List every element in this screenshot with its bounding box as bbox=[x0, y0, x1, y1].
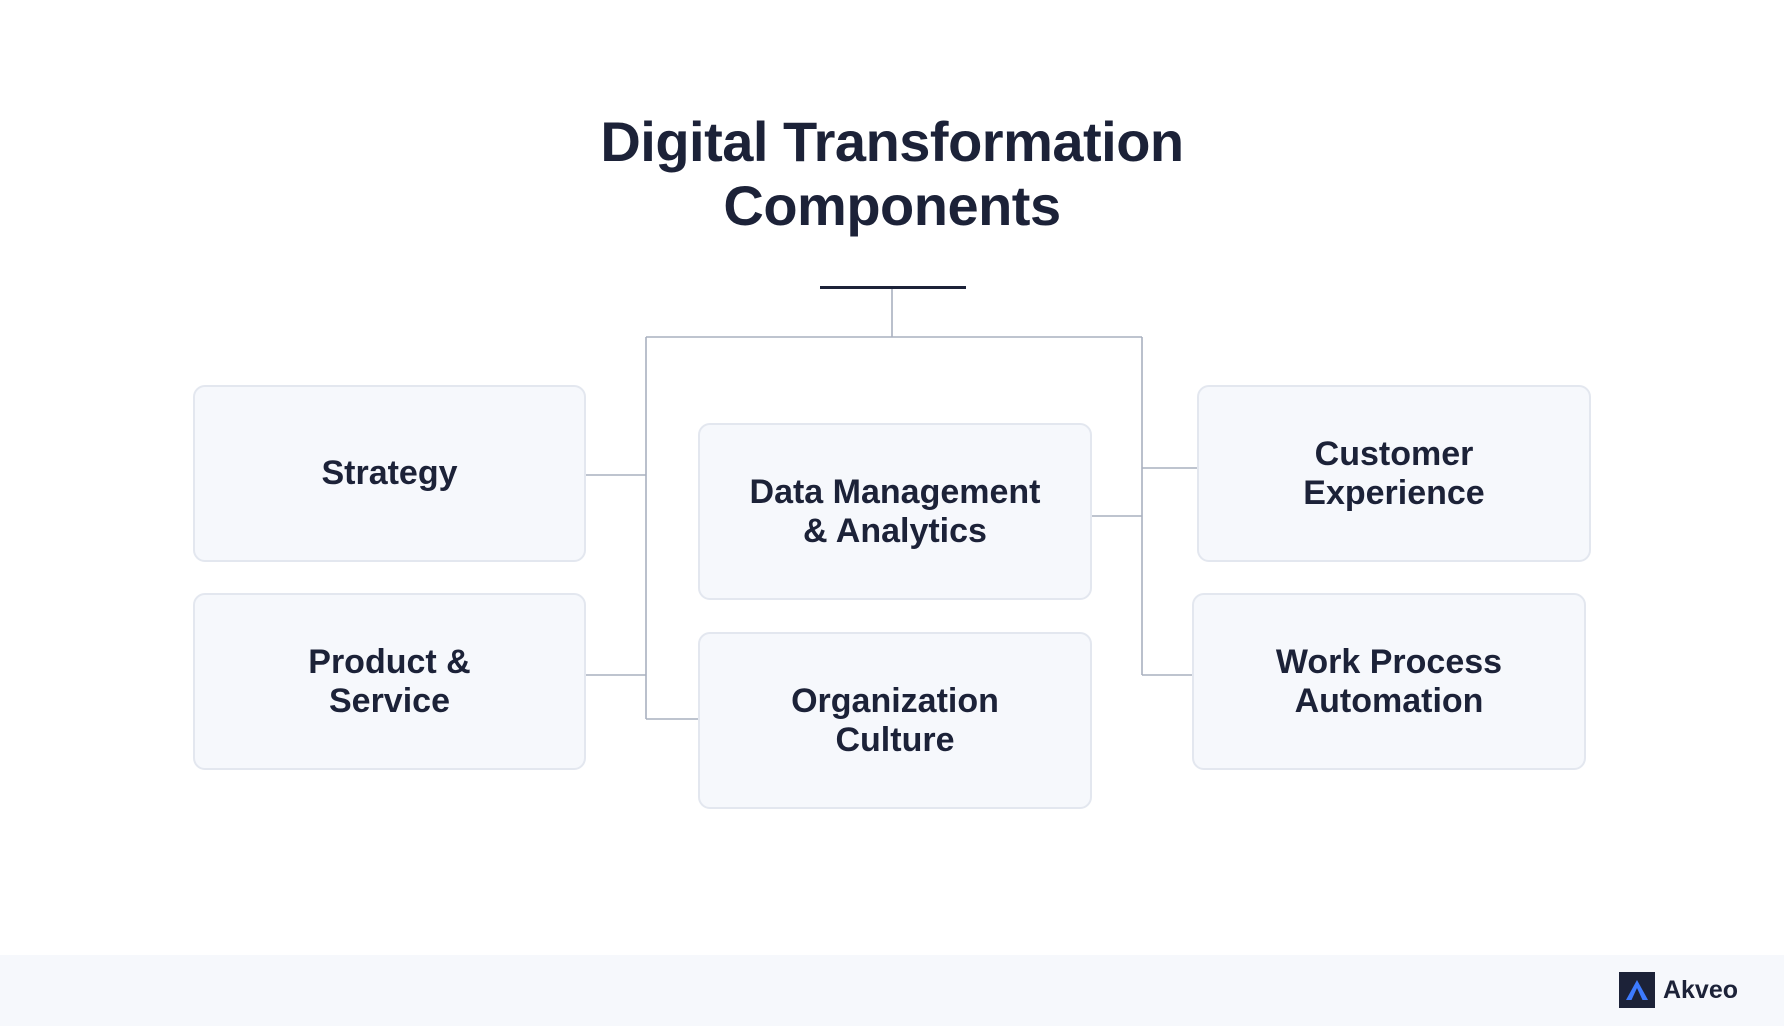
brand-lockup: Akveo bbox=[1618, 972, 1738, 1008]
title-underline bbox=[820, 286, 966, 289]
component-box-strategy: Strategy bbox=[193, 385, 586, 562]
component-box-organization-culture: Organization Culture bbox=[698, 632, 1092, 809]
component-label-organization-culture: Organization Culture bbox=[791, 681, 999, 759]
diagram-title: Digital Transformation Components bbox=[392, 110, 1392, 238]
diagram-title-line-1: Digital Transformation bbox=[600, 110, 1184, 173]
component-box-product-service: Product & Service bbox=[193, 593, 586, 770]
component-box-data-management: Data Management & Analytics bbox=[698, 423, 1092, 600]
component-label-product-service: Product & Service bbox=[308, 642, 471, 720]
connector-lines bbox=[586, 289, 1197, 720]
akveo-logo-icon bbox=[1618, 972, 1655, 1008]
diagram-title-line-2: Components bbox=[723, 174, 1061, 237]
component-label-strategy: Strategy bbox=[321, 454, 458, 492]
component-box-work-process: Work Process Automation bbox=[1192, 593, 1586, 770]
footer-bar: Akveo bbox=[0, 955, 1784, 1026]
component-label-data-management: Data Management & Analytics bbox=[749, 472, 1041, 550]
brand-name: Akveo bbox=[1662, 975, 1738, 1004]
component-label-customer-experience: Customer Experience bbox=[1303, 434, 1485, 512]
component-label-work-process: Work Process Automation bbox=[1275, 642, 1503, 720]
component-box-customer-experience: Customer Experience bbox=[1197, 385, 1591, 562]
